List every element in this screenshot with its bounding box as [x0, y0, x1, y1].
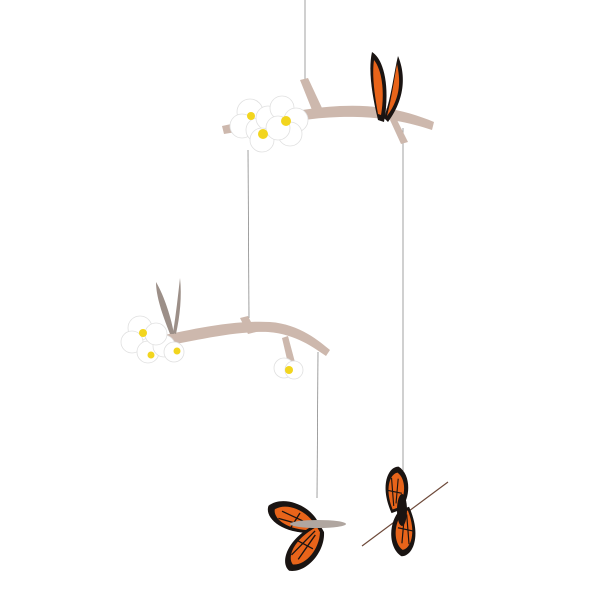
bottom-flowers	[120, 315, 304, 380]
lower-right-butterfly	[361, 464, 449, 559]
grey-butterfly	[156, 278, 181, 334]
top-butterfly	[370, 52, 403, 122]
lower-left-butterfly	[267, 500, 346, 576]
bottom-branch	[150, 316, 330, 368]
top-flowers	[229, 95, 309, 153]
strings	[247, 0, 404, 499]
